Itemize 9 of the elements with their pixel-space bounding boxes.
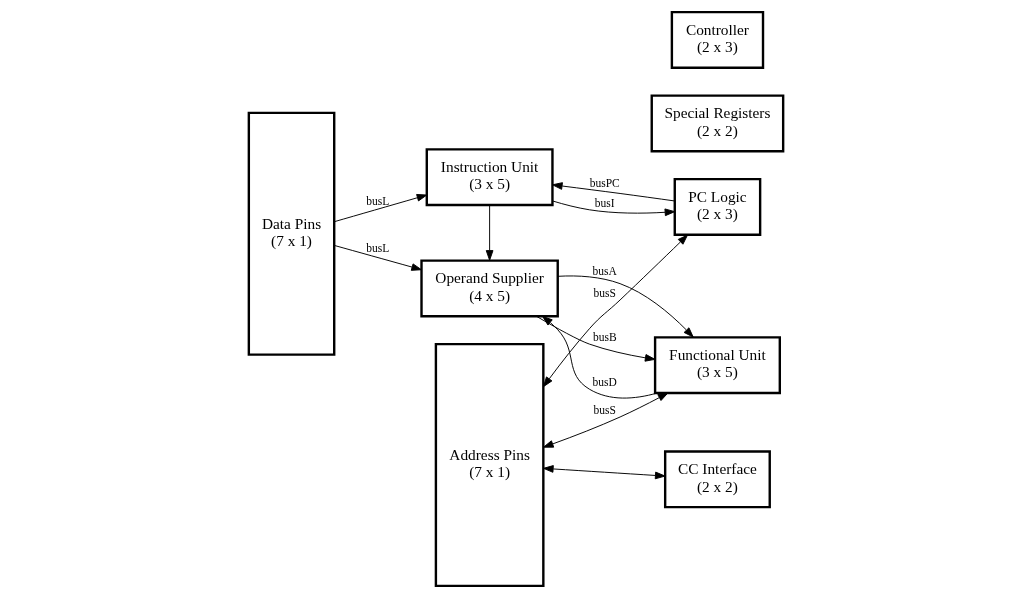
edge-label: busL	[366, 241, 390, 254]
edge-label: busB	[592, 330, 617, 343]
edge-label: busD	[592, 375, 617, 388]
edge-label: busL	[366, 194, 390, 207]
edge-label: busI	[594, 196, 615, 209]
edge-label: busS	[593, 286, 616, 299]
edge-label: busPC	[589, 177, 620, 190]
edge-label: busS	[593, 403, 616, 416]
edge-label: busA	[592, 264, 617, 277]
